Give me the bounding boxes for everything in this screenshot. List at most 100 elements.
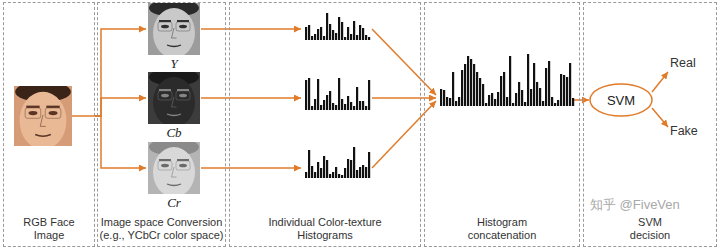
panel-title: Image space Conversion (e.g., YCbCr colo… xyxy=(98,216,225,242)
flow-connector xyxy=(95,29,146,116)
histogram-bar xyxy=(332,172,334,178)
histogram-bar xyxy=(455,101,457,106)
histogram-bar xyxy=(521,90,523,106)
histogram-bar xyxy=(485,103,487,106)
classifier-ellipse: SVM xyxy=(589,83,653,117)
histogram-bar xyxy=(308,150,310,178)
histogram-bar xyxy=(494,99,496,106)
histogram-bar xyxy=(317,79,319,110)
flow-connector xyxy=(95,116,146,168)
histogram-bar xyxy=(542,101,544,106)
histogram-bar xyxy=(344,104,346,110)
histogram-bar xyxy=(311,106,313,110)
class-label: Fake xyxy=(670,124,698,138)
histogram-bar xyxy=(500,76,502,106)
histogram-bar xyxy=(551,97,553,106)
channel-image: Cb xyxy=(146,71,202,139)
histogram-bar xyxy=(464,64,466,106)
dashed-panel: Histogram concatenation xyxy=(424,2,580,247)
cr-channel-image xyxy=(148,138,200,197)
channel-label: Cb xyxy=(146,126,202,139)
channel-label: Cr xyxy=(146,196,202,209)
histogram-bar xyxy=(308,78,310,110)
histogram-bar xyxy=(461,70,463,106)
histogram-bar xyxy=(353,21,355,40)
histogram-bar xyxy=(497,92,499,106)
histogram-bar xyxy=(356,35,358,40)
histogram-bar xyxy=(311,166,313,178)
histogram-bar xyxy=(323,156,325,178)
histogram-bar xyxy=(347,27,349,40)
rgb-face-photo xyxy=(14,81,72,149)
flow-arrow xyxy=(372,97,436,99)
histogram-bar xyxy=(440,89,442,106)
histogram-bar xyxy=(506,97,508,106)
histogram-bars xyxy=(305,13,574,178)
panel-title: Histogram concatenation xyxy=(457,216,547,242)
histogram-bar xyxy=(335,105,337,110)
histogram-bar xyxy=(518,82,520,106)
histogram-bar xyxy=(473,64,475,106)
histogram-bar xyxy=(548,61,550,106)
flow-arrow xyxy=(201,167,301,169)
flow-arrow xyxy=(201,28,301,30)
histogram-bar xyxy=(458,97,460,106)
histogram-bar xyxy=(554,103,556,106)
histogram-bar xyxy=(515,93,517,106)
histogram-bar xyxy=(314,172,316,178)
histogram-bar xyxy=(356,87,358,110)
histogram-bar xyxy=(362,28,364,40)
histogram-bar xyxy=(479,78,481,106)
cb-channel-image xyxy=(148,68,200,127)
histogram-bar xyxy=(452,72,454,106)
histogram-bar xyxy=(305,172,307,178)
panel-title: Individual Color-texture Histograms xyxy=(260,216,390,242)
histogram-bar xyxy=(350,102,352,110)
channel-label: Y xyxy=(146,57,202,70)
histogram-bar xyxy=(323,36,325,40)
histogram-bar xyxy=(314,34,316,40)
histogram-bar xyxy=(344,37,346,40)
histogram-bar xyxy=(482,84,484,106)
dashed-panel: Image space Conversion (e.g., YCbCr colo… xyxy=(97,2,226,247)
histogram-bar xyxy=(512,103,514,106)
channel-image: Cr xyxy=(146,141,202,209)
histogram-bar xyxy=(368,152,370,178)
histogram-bar xyxy=(356,170,358,178)
dashed-panel: RGB Face Image xyxy=(3,2,95,247)
histogram-bar xyxy=(524,102,526,106)
histogram-bar xyxy=(347,159,349,178)
histogram-bar xyxy=(560,74,562,106)
histogram-bar xyxy=(362,101,364,110)
histogram-bar xyxy=(353,147,355,178)
histogram-bar xyxy=(365,106,367,110)
flow-connector xyxy=(580,99,589,101)
histogram-bar xyxy=(572,98,574,106)
histogram-bar xyxy=(305,27,307,40)
histogram-bar xyxy=(353,106,355,110)
histogram-bar xyxy=(320,27,322,40)
histogram-bar xyxy=(365,35,367,40)
panel-title: SVM decision xyxy=(620,216,680,242)
histogram-bar xyxy=(326,160,328,178)
flow-line xyxy=(72,115,95,117)
histogram-bar xyxy=(488,95,490,106)
histogram-bar xyxy=(335,167,337,178)
histogram-bar xyxy=(338,78,340,110)
flow-arrow xyxy=(652,72,668,92)
flow-arrow xyxy=(652,108,668,127)
histogram-bar xyxy=(314,99,316,110)
histogram-bar xyxy=(470,59,472,106)
panel-title: RGB Face Image xyxy=(14,216,84,242)
ellipse-label: SVM xyxy=(607,93,635,108)
flow-connector xyxy=(95,98,146,116)
histogram-bar xyxy=(509,56,511,106)
histogram-bar xyxy=(503,72,505,106)
histogram-bar xyxy=(359,167,361,178)
flow-arrow xyxy=(372,29,436,95)
histogram-bar xyxy=(359,101,361,110)
histogram-bar xyxy=(530,89,532,106)
histogram-bar xyxy=(338,174,340,178)
histogram-bar xyxy=(365,167,367,178)
